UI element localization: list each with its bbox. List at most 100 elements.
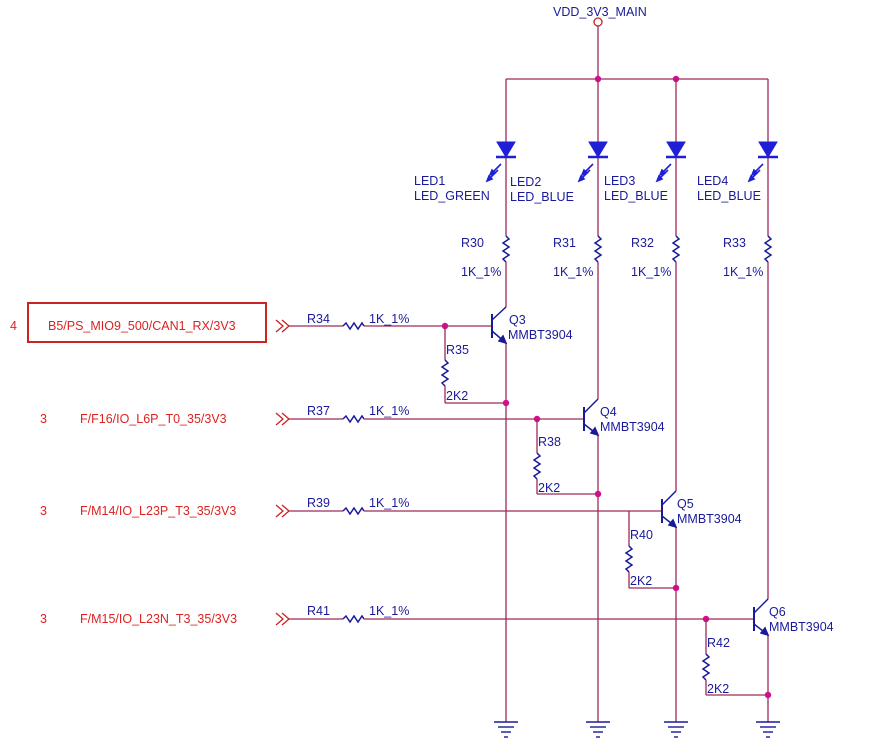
transistor-ref: Q5 [677,497,694,511]
led-icon [758,141,778,158]
sheet-number: 3 [40,504,47,518]
led-part: LED_BLUE [697,189,761,203]
led-ref: LED3 [604,174,635,188]
resistor-ref: R42 [707,636,730,650]
input-row-4: 3 F/M15/IO_L23N_T3_35/3V3 R41 1K_1% R42 … [40,604,772,699]
resistor-ref: R30 [461,236,484,250]
off-sheet-port-icon [275,319,284,333]
transistor-part: MMBT3904 [508,328,573,342]
resistor-icon [342,506,365,516]
led-icon [666,141,686,158]
resistor-ref: R41 [307,604,330,618]
input-row-2: 3 F/F16/IO_L6P_T0_35/3V3 R37 1K_1% R38 2… [40,404,602,498]
supply-label: VDD_3V3_MAIN [553,5,647,19]
transistor-part: MMBT3904 [677,512,742,526]
highlight-box [27,302,267,343]
resistor-icon [763,235,773,263]
junction-dot [502,399,510,407]
transistor-ref: Q3 [509,313,526,327]
resistor-value: 2K2 [707,682,729,696]
resistor-value: 1K_1% [553,265,593,279]
led-part: LED_BLUE [604,189,668,203]
resistor-ref: R34 [307,312,330,326]
led-ref: LED4 [697,174,728,188]
npn-transistor-icon [759,626,770,637]
net-label[interactable]: B5/PS_MIO9_500/CAN1_RX/3V3 [48,319,236,333]
led-ref: LED1 [414,174,445,188]
light-emission-icon [747,163,764,183]
junction-dot [594,490,602,498]
led-3: LED3 LED_BLUE [604,141,686,203]
off-sheet-port-icon [275,504,284,518]
resistor-ref: R33 [723,236,746,250]
ground-icon [494,721,518,738]
led-4: LED4 LED_BLUE [697,141,778,203]
resistor-icon [701,653,711,681]
resistor-value: 1K_1% [723,265,763,279]
supply-net: VDD_3V3_MAIN [506,5,768,83]
resistor-ref: R32 [631,236,654,250]
resistor-icon [532,452,542,480]
led-icon [588,141,608,158]
resistor-value: 2K2 [630,574,652,588]
resistor-icon [593,235,603,263]
sheet-number: 4 [10,319,17,333]
led-1: LED1 LED_GREEN [414,141,516,203]
input-row-1: 4 B5/PS_MIO9_500/CAN1_RX/3V3 R34 1K_1% R… [10,302,510,407]
resistor-value: 2K2 [538,481,560,495]
resistor-icon [671,235,681,263]
transistor-part: MMBT3904 [769,620,834,634]
transistor-q3 [491,306,508,345]
off-sheet-port-icon [275,612,284,626]
transistor-part: MMBT3904 [600,420,665,434]
ground-icon [664,721,688,738]
resistor-value: 1K_1% [369,496,409,510]
resistor-ref: R39 [307,496,330,510]
led-resistor-symbols [501,235,773,263]
ground-icon [586,721,610,738]
sheet-number: 3 [40,612,47,626]
resistor-icon [624,545,634,573]
ground-symbols [494,721,780,738]
resistor-ref: R38 [538,435,561,449]
npn-transistor-icon [589,426,600,437]
junction-dot [672,584,680,592]
resistor-ref: R40 [630,528,653,542]
input-row-3: 3 F/M14/IO_L23P_T3_35/3V3 R39 1K_1% R40 … [40,496,680,592]
light-emission-icon [577,163,594,183]
transistor-q5 [661,490,678,529]
resistor-icon [342,321,365,331]
resistor-ref: R35 [446,343,469,357]
transistor-q6 [753,598,770,637]
junction-dot [764,691,772,699]
resistor-value: 1K_1% [369,404,409,418]
resistor-icon [501,235,511,263]
npn-transistor-icon [667,518,678,529]
net-label[interactable]: F/M15/IO_L23N_T3_35/3V3 [80,612,237,626]
ground-icon [756,721,780,738]
resistor-value: 1K_1% [631,265,671,279]
resistor-icon [342,614,365,624]
sheet-number: 3 [40,412,47,426]
resistor-icon [440,359,450,387]
led-icon [496,141,516,158]
net-label[interactable]: F/F16/IO_L6P_T0_35/3V3 [80,412,227,426]
light-emission-icon [485,163,502,183]
led-ref: LED2 [510,175,541,189]
npn-transistor-icon [497,334,508,345]
column-wires [505,79,769,722]
transistor-q4 [583,398,600,437]
led-part: LED_GREEN [414,189,490,203]
resistor-ref: R37 [307,404,330,418]
light-emission-icon [655,163,672,183]
resistor-ref: R31 [553,236,576,250]
resistor-value: 1K_1% [461,265,501,279]
net-label[interactable]: F/M14/IO_L23P_T3_35/3V3 [80,504,236,518]
resistor-value: 1K_1% [369,604,409,618]
transistor-ref: Q4 [600,405,617,419]
led-2: LED2 LED_BLUE [510,141,608,204]
resistor-value: 2K2 [446,389,468,403]
supply-port-icon [593,17,603,27]
resistor-icon [342,414,365,424]
